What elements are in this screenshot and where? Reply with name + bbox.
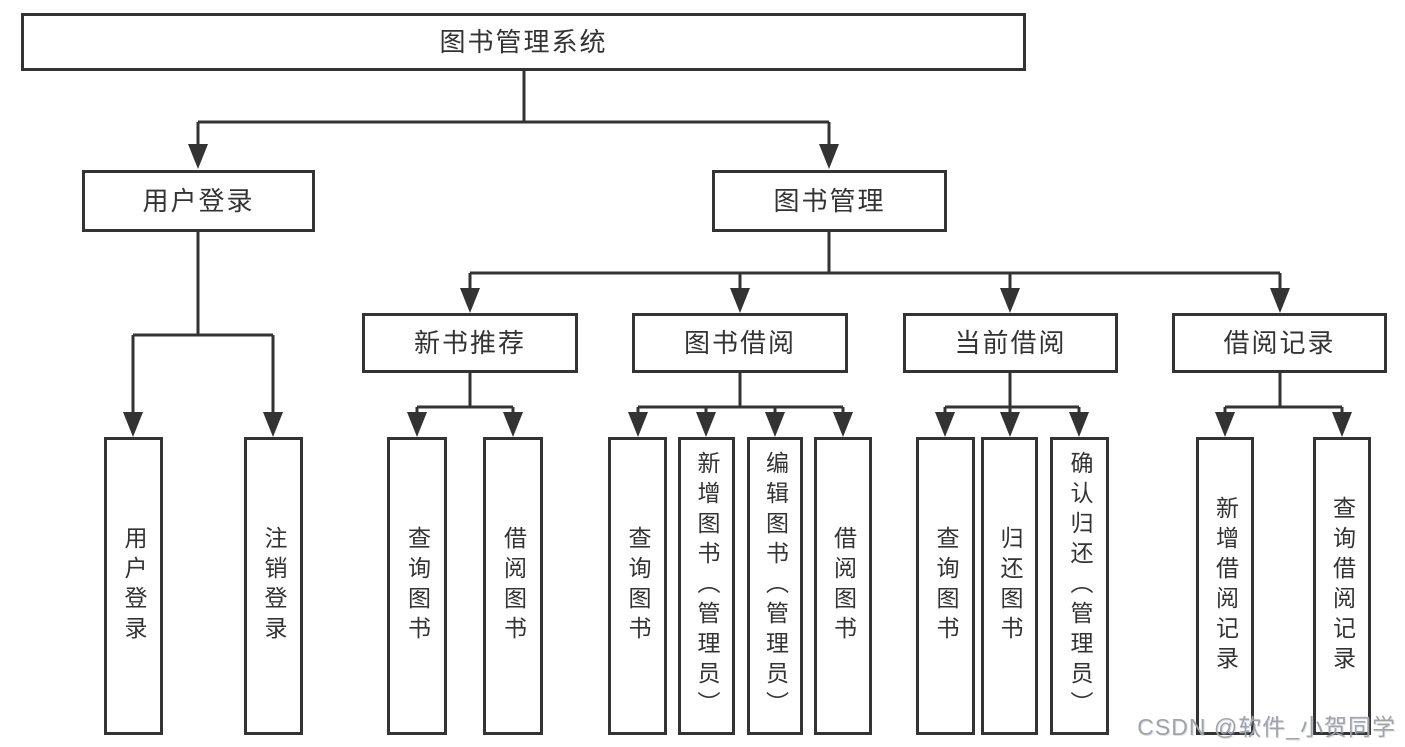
node-current-borrow: 当前借阅: [903, 313, 1118, 373]
leaf-query-books-borrow: 查询图书: [608, 437, 667, 735]
leaf-label: 编辑图书（管理员）: [762, 451, 789, 721]
node-label: 当前借阅: [954, 328, 1067, 358]
node-label: 用户登录: [142, 186, 255, 216]
node-root: 图书管理系统: [21, 13, 1026, 71]
arrowhead-icon: [1215, 412, 1235, 437]
node-label: 新书推荐: [413, 328, 526, 358]
leaf-label: 新增借阅记录: [1212, 496, 1239, 676]
leaf-borrow-books: 借阅图书: [814, 437, 872, 735]
node-root-label: 图书管理系统: [439, 27, 608, 57]
leaf-query-books-recommend: 查询图书: [387, 437, 447, 735]
arrowhead-icon: [935, 412, 955, 437]
arrowhead-icon: [833, 412, 853, 437]
arrowhead-icon: [407, 412, 427, 437]
leaf-label: 归还图书: [997, 526, 1023, 646]
leaf-edit-books-admin: 编辑图书（管理员）: [747, 437, 803, 735]
node-label: 图书管理: [773, 186, 886, 216]
arrowhead-icon: [188, 144, 208, 169]
leaf-label: 借阅图书: [500, 526, 527, 646]
leaf-query-borrow-record: 查询借阅记录: [1313, 437, 1371, 735]
node-borrow-records: 借阅记录: [1172, 313, 1387, 373]
node-label: 借阅记录: [1223, 328, 1336, 358]
leaf-user-login: 用户登录: [104, 437, 163, 735]
arrowhead-icon: [460, 288, 480, 313]
arrowhead-icon: [1270, 288, 1290, 313]
arrowhead-icon: [503, 412, 523, 437]
node-book-borrow: 图书借阅: [632, 313, 848, 373]
leaf-add-borrow-record: 新增借阅记录: [1196, 437, 1254, 735]
arrowhead-icon: [1000, 288, 1020, 313]
leaf-add-books-admin: 新增图书（管理员）: [678, 437, 735, 735]
leaf-label: 新增图书（管理员）: [694, 451, 720, 721]
leaf-label: 查询图书: [625, 526, 651, 646]
leaf-label: 借阅图书: [830, 526, 857, 646]
node-label: 图书借阅: [683, 328, 796, 358]
leaf-label: 用户登录: [121, 526, 147, 646]
arrowhead-icon: [765, 412, 785, 437]
leaf-confirm-return-admin: 确认归还（管理员）: [1050, 437, 1109, 735]
leaf-label: 查询图书: [933, 526, 959, 646]
leaf-borrow-books-recommend: 借阅图书: [483, 437, 543, 735]
arrowhead-icon: [1332, 412, 1352, 437]
leaf-label: 注销登录: [261, 526, 287, 646]
arrowhead-icon: [819, 144, 839, 169]
arrowhead-icon: [1000, 412, 1020, 437]
node-new-book-recommend: 新书推荐: [362, 313, 578, 373]
leaf-return-books: 归还图书: [981, 437, 1038, 735]
leaf-query-books-current: 查询图书: [916, 437, 975, 735]
leaf-logout: 注销登录: [244, 437, 303, 735]
arrowhead-icon: [628, 412, 648, 437]
node-user-login: 用户登录: [82, 170, 315, 232]
arrowhead-icon: [696, 412, 716, 437]
arrowhead-icon: [1069, 412, 1089, 437]
arrowhead-icon: [730, 288, 750, 313]
node-book-management: 图书管理: [712, 170, 947, 232]
leaf-label: 查询借阅记录: [1329, 496, 1356, 676]
arrowhead-icon: [123, 412, 143, 437]
leaf-label: 确认归还（管理员）: [1067, 451, 1093, 721]
csdn-watermark: CSDN @软件_小贺同学: [1137, 714, 1396, 740]
leaf-label: 查询图书: [404, 526, 431, 646]
arrowhead-icon: [263, 412, 283, 437]
